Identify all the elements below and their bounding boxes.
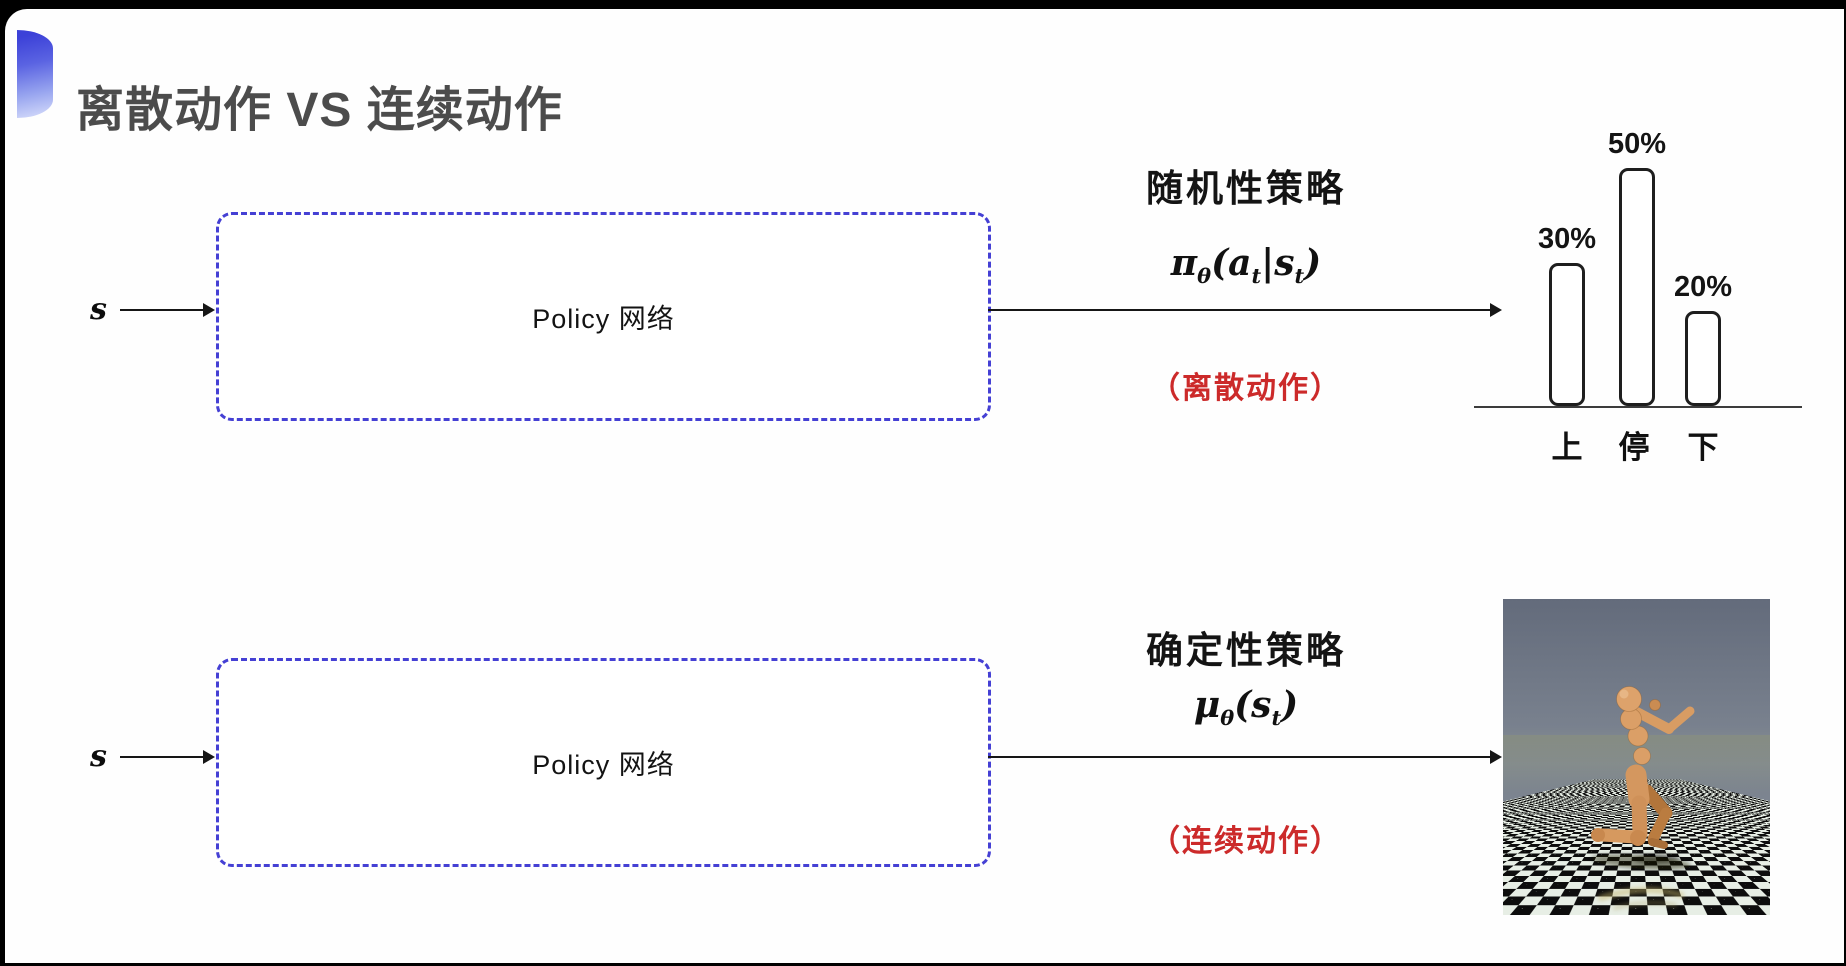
policy-network-box-bottom: Policy 网络 <box>216 658 991 867</box>
state-input-label-top: s <box>90 292 107 327</box>
state-input-label-bottom: s <box>90 739 107 774</box>
category-label-stop: 停 <box>1618 430 1650 465</box>
stochastic-policy-formula: πθ(at|st) <box>1170 242 1322 289</box>
value-label: 30% <box>1537 223 1597 255</box>
robot-body <box>1591 706 1695 849</box>
bar <box>1549 263 1585 406</box>
output-arrow-bottom <box>988 750 1502 764</box>
policy-network-label-bottom: Policy 网络 <box>532 750 675 780</box>
deterministic-policy-title: 确定性策略 <box>1146 630 1346 671</box>
bar-group-up: 30% <box>1537 223 1597 406</box>
chart-baseline <box>1474 406 1802 408</box>
humanoid-simulation-image <box>1503 599 1770 915</box>
continuous-action-note: （连续动作） <box>1150 825 1342 858</box>
bar <box>1619 168 1655 406</box>
value-label: 20% <box>1673 271 1733 303</box>
policy-network-label-top: Policy 网络 <box>532 304 675 334</box>
floor-reflections <box>1598 887 1684 910</box>
bar-group-stop: 50% <box>1607 128 1667 406</box>
slide-canvas: 离散动作 VS 连续动作 s Policy 网络 随机性策略 πθ(at|st)… <box>5 9 1844 963</box>
bar <box>1685 311 1721 406</box>
bar-group-down: 20% <box>1673 271 1733 406</box>
humanoid-robot-figure <box>1591 686 1695 910</box>
input-arrow-bottom <box>120 750 215 764</box>
input-arrow-top <box>120 303 215 317</box>
title-accent-icon <box>17 30 53 118</box>
value-label: 50% <box>1607 128 1667 160</box>
deterministic-policy-formula: μθ(st) <box>1193 684 1299 731</box>
output-arrow-top <box>988 303 1502 317</box>
action-probability-bar-chart: 30% 50% 20% 上 停 下 <box>1460 100 1810 465</box>
policy-network-box-top: Policy 网络 <box>216 212 991 421</box>
page-title: 离散动作 VS 连续动作 <box>76 84 563 138</box>
slide-content: 离散动作 VS 连续动作 s Policy 网络 随机性策略 πθ(at|st)… <box>5 9 1844 963</box>
stochastic-policy-title: 随机性策略 <box>1146 168 1346 209</box>
discrete-action-note: （离散动作） <box>1150 372 1342 405</box>
category-label-down: 下 <box>1687 430 1719 465</box>
category-label-up: 上 <box>1551 430 1583 465</box>
robot-spine-and-head <box>1616 686 1661 765</box>
robot-shadow <box>1591 854 1691 870</box>
